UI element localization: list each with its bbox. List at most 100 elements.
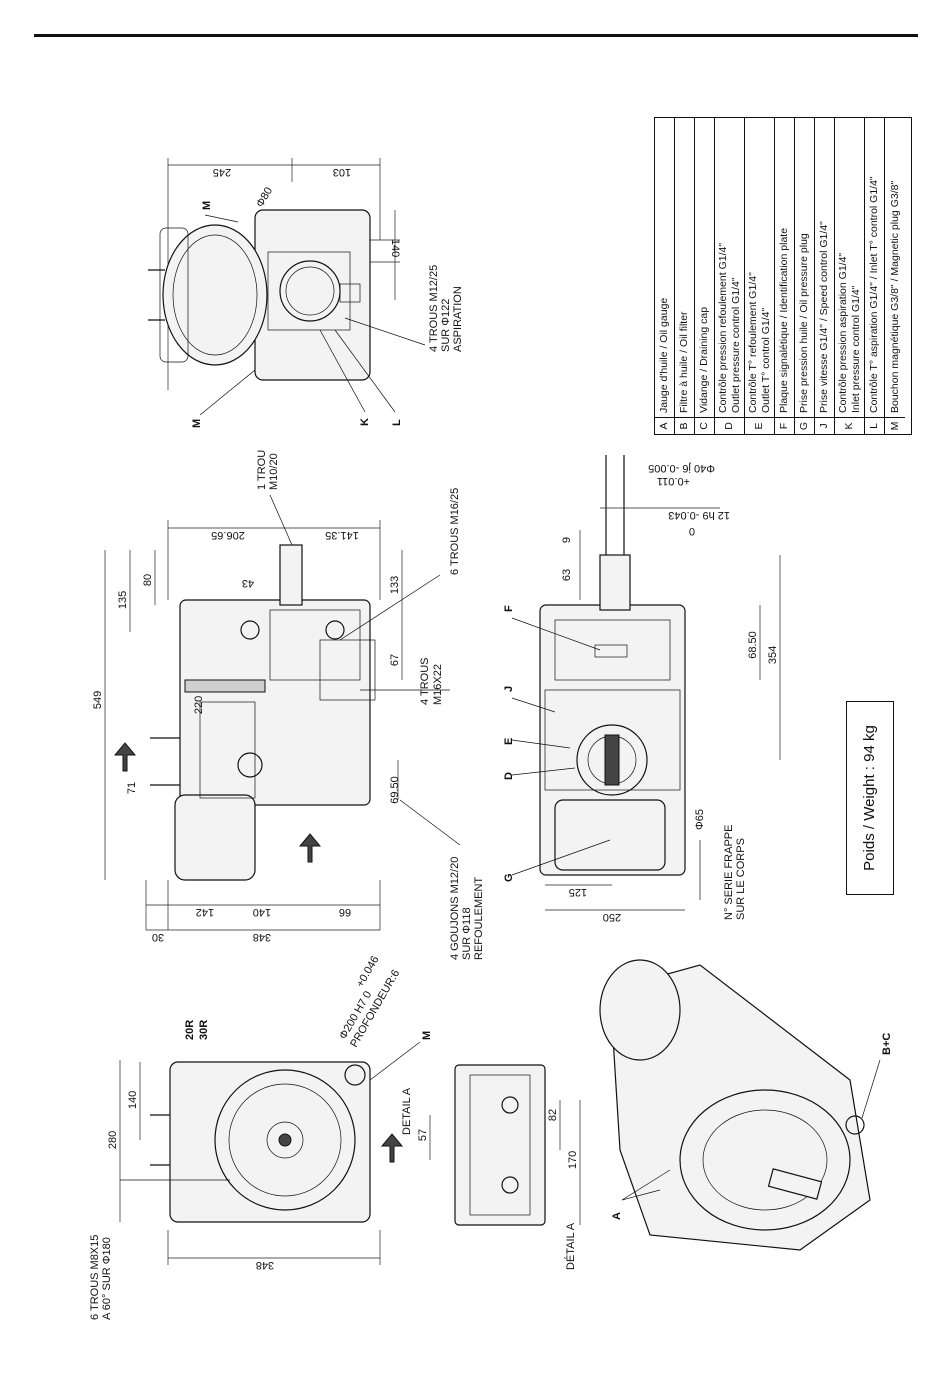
- legend-desc: Contrôle pression aspiration G1/4": [837, 252, 850, 413]
- holes-aspiration-2: SUR Φ122: [440, 299, 452, 352]
- legend-key: J: [815, 417, 834, 434]
- legend-desc: Inlet pressure control G1/4": [849, 285, 862, 413]
- dim-63: 63: [561, 569, 573, 581]
- holes-aspiration-1: 4 TROUS M12/25: [428, 265, 440, 352]
- front-holes-1: 6 TROUS M8X15: [89, 1235, 101, 1320]
- legend-key: B: [675, 417, 694, 434]
- rear-view: Φ40 j6 -0.005 +0.011 12 h9 -0.043 0 9 63…: [503, 455, 781, 923]
- dim-phi40: Φ40 j6 -0.005: [648, 462, 715, 474]
- dim-125: 125: [569, 886, 587, 898]
- front-dim-140: 140: [127, 1091, 139, 1109]
- studs-1: 4 GOUJONS M12/20: [449, 857, 461, 960]
- dim-220: 220: [193, 696, 205, 714]
- studs-3: REFOULEMENT: [473, 877, 485, 960]
- legend-row-g: G Prise pression huile / Oil pressure plu…: [795, 118, 815, 434]
- dim-66: 66: [339, 906, 351, 918]
- legend-desc: Bouchon magnétique G3/8" / Magnetic plug…: [888, 180, 901, 413]
- label-j: J: [503, 686, 515, 692]
- dim-103: 103: [333, 166, 351, 178]
- legend-key: E: [745, 417, 774, 434]
- isometric-view: A B+C: [599, 959, 893, 1251]
- dim-354: 354: [767, 646, 779, 664]
- legend-row-d: D Contrôle pression refoulement G1/4"Outl…: [715, 118, 745, 434]
- legend-desc: Outlet pressure control G1/4": [729, 277, 742, 413]
- iso-label-bc: B+C: [881, 1033, 893, 1055]
- one-hole-1: 1 TROU: [256, 450, 268, 490]
- label-g: G: [503, 873, 515, 882]
- dim-phi65: Φ65: [694, 809, 706, 830]
- dim-30: 30: [152, 931, 164, 943]
- legend-desc: Outlet T° control G1/4": [759, 307, 772, 413]
- legend-desc: Prise pression huile / Oil pressure plug: [798, 233, 811, 413]
- dim-68-50: 68.50: [747, 631, 759, 659]
- legend-row-m: M Bouchon magnétique G3/8" / Magnetic plu…: [885, 118, 905, 434]
- label-d: D: [503, 772, 515, 780]
- legend-key: M: [885, 417, 905, 434]
- six-holes: 6 TROUS M16/25: [449, 488, 461, 575]
- legend-desc: Contrôle T° refoulement G1/4": [747, 272, 760, 413]
- dim-348: 348: [253, 931, 271, 943]
- front-phi200-tol: +0.046: [354, 954, 381, 989]
- label-f: F: [503, 605, 515, 612]
- top-view: 245 103 140 Φ80 4 TROUS M12/25 SUR Φ122 …: [148, 158, 464, 428]
- label-e: E: [503, 738, 515, 745]
- iso-label-a: A: [611, 1212, 623, 1220]
- dim-250: 250: [603, 911, 621, 923]
- detail-a-ref: DETAIL A: [401, 1087, 413, 1135]
- model-20r: 20R: [184, 1020, 196, 1040]
- serial-1: N° SERIE FRAPPE: [723, 825, 735, 920]
- label-l: L: [391, 419, 403, 426]
- one-hole-2: M10/20: [268, 453, 280, 490]
- dim-135: 135: [117, 591, 129, 609]
- weight-box: Poids / Weight : 94 kg: [846, 701, 894, 895]
- legend-desc: Plaque signalétique / Identification pla…: [778, 227, 791, 413]
- dim-549: 549: [92, 691, 104, 709]
- dim-43: 43: [242, 577, 254, 589]
- dim-141-35: 141.35: [325, 529, 359, 541]
- detail-dim-170: 170: [567, 1151, 579, 1169]
- dim-71: 71: [126, 782, 138, 794]
- label-k: K: [359, 418, 371, 426]
- dim-140: 140: [253, 906, 271, 918]
- four-holes-1: 4 TROUS: [419, 658, 431, 705]
- dim-142: 142: [196, 906, 214, 918]
- dim-9: 9: [561, 537, 573, 543]
- front-holes-2: A 60° SUR Φ180: [101, 1237, 113, 1320]
- legend-desc: Contrôle pression refoulement G1/4": [717, 242, 730, 413]
- label-m-bottom: M: [191, 419, 203, 428]
- detail-dim-57: 57: [417, 1129, 429, 1141]
- dim-245: 245: [213, 166, 231, 178]
- legend-key: G: [795, 417, 814, 434]
- weight-text: Poids / Weight : 94 kg: [861, 725, 878, 871]
- studs-2: SUR Φ118: [461, 907, 473, 960]
- dim-67: 67: [389, 654, 401, 666]
- dim-12h9-tol: 0: [689, 525, 695, 537]
- detail-dim-82: 82: [547, 1109, 559, 1121]
- top-rule: [34, 34, 918, 37]
- legend-key: K: [835, 417, 864, 434]
- legend-key: D: [715, 417, 744, 434]
- legend-row-e: E Contrôle T° refoulement G1/4"Outlet T° …: [745, 118, 775, 434]
- legend-desc: Contrôle T° aspiration G1/4" / Inlet T° …: [868, 176, 881, 413]
- serial-2: SUR LE CORPS: [735, 838, 747, 920]
- model-30r: 30R: [198, 1020, 210, 1040]
- dim-206-65: 206.65: [211, 529, 245, 541]
- front-dim-348: 348: [256, 1259, 274, 1271]
- front-label-m: M: [421, 1031, 433, 1040]
- front-view: 280 140 348 6 TROUS M8X15 A 60° SUR Φ180…: [89, 954, 433, 1320]
- legend-row-j: J Prise vitesse G1/4" / Speed control G1/…: [815, 118, 835, 434]
- dim-phi80: Φ80: [254, 185, 275, 209]
- detail-view: 57 82 170 DÉTAIL A: [417, 1064, 581, 1270]
- dim-140: 140: [389, 239, 401, 257]
- four-holes-2: M16X22: [432, 664, 444, 705]
- legend-row-k: K Contrôle pression aspiration G1/4"Inlet…: [835, 118, 865, 434]
- side-view: 549 135 80 220 71 206.65 141.35 43 133 6…: [92, 450, 485, 960]
- legend-key: F: [775, 417, 794, 434]
- legend-desc: Prise vitesse G1/4" / Speed control G1/4…: [818, 221, 831, 413]
